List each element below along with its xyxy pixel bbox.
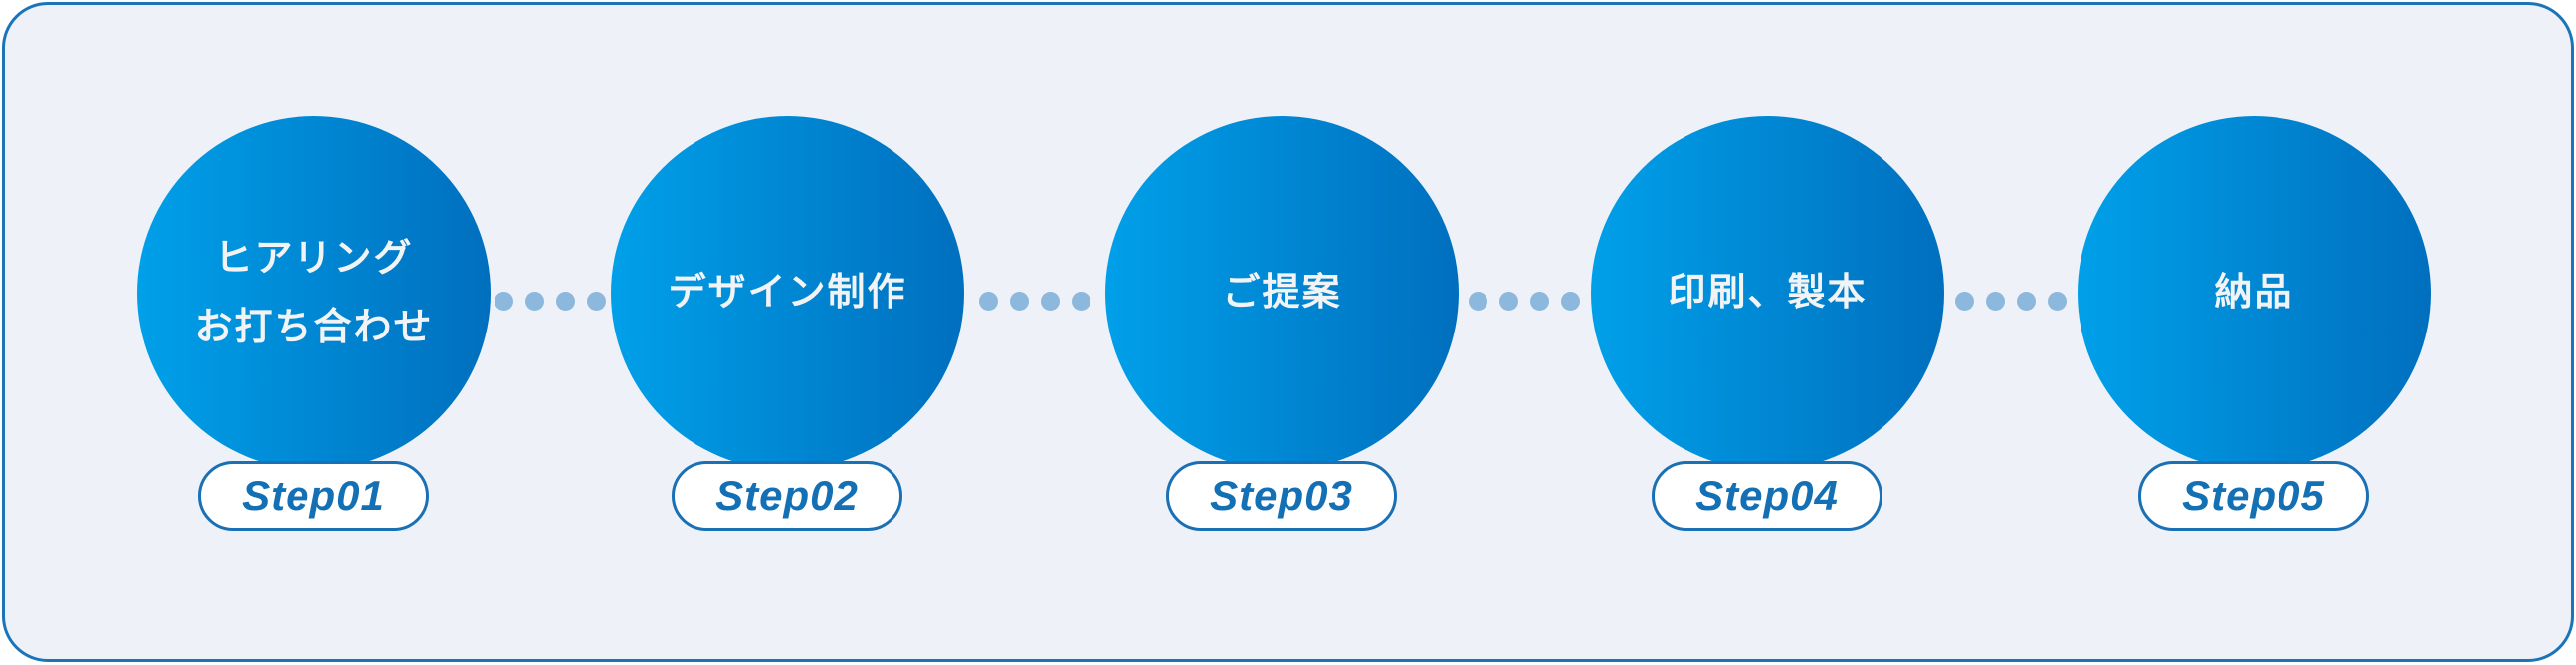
step-circle-1: ヒアリング お打ち合わせ bbox=[137, 116, 491, 470]
step-badge-2: Step02 bbox=[672, 461, 902, 531]
step-badge-3: Step03 bbox=[1166, 461, 1397, 531]
connector-dots-3 bbox=[1469, 292, 1580, 311]
step-label-4: 印刷、製本 bbox=[1668, 272, 1868, 315]
dot-icon bbox=[1499, 292, 1518, 311]
dot-icon bbox=[1010, 292, 1029, 311]
dot-icon bbox=[1530, 292, 1549, 311]
dot-icon bbox=[1986, 292, 2005, 311]
dot-icon bbox=[495, 292, 513, 311]
dot-icon bbox=[979, 292, 998, 311]
step-label-5: 納品 bbox=[2214, 272, 2294, 315]
step-label-3: ご提案 bbox=[1222, 272, 1342, 315]
dot-icon bbox=[525, 292, 544, 311]
dot-icon bbox=[1469, 292, 1487, 311]
connector-dots-4 bbox=[1955, 292, 2067, 311]
connector-dots-2 bbox=[979, 292, 1090, 311]
dot-icon bbox=[2048, 292, 2067, 311]
connector-dots-1 bbox=[495, 292, 606, 311]
dot-icon bbox=[1072, 292, 1090, 311]
dot-icon bbox=[556, 292, 575, 311]
step-badge-1: Step01 bbox=[198, 461, 429, 531]
step-label-2: デザイン制作 bbox=[668, 272, 907, 315]
step-circle-3: ご提案 bbox=[1105, 116, 1459, 470]
step-circle-4: 印刷、製本 bbox=[1591, 116, 1944, 470]
dot-icon bbox=[1955, 292, 1974, 311]
dot-icon bbox=[1561, 292, 1580, 311]
dot-icon bbox=[2017, 292, 2036, 311]
step-circle-2: デザイン制作 bbox=[611, 116, 964, 470]
dot-icon bbox=[587, 292, 606, 311]
step-circle-5: 納品 bbox=[2078, 116, 2431, 470]
step-badge-5: Step05 bbox=[2138, 461, 2369, 531]
step-label-1: ヒアリング お打ち合わせ bbox=[194, 238, 434, 348]
dot-icon bbox=[1041, 292, 1060, 311]
step-badge-4: Step04 bbox=[1652, 461, 1882, 531]
